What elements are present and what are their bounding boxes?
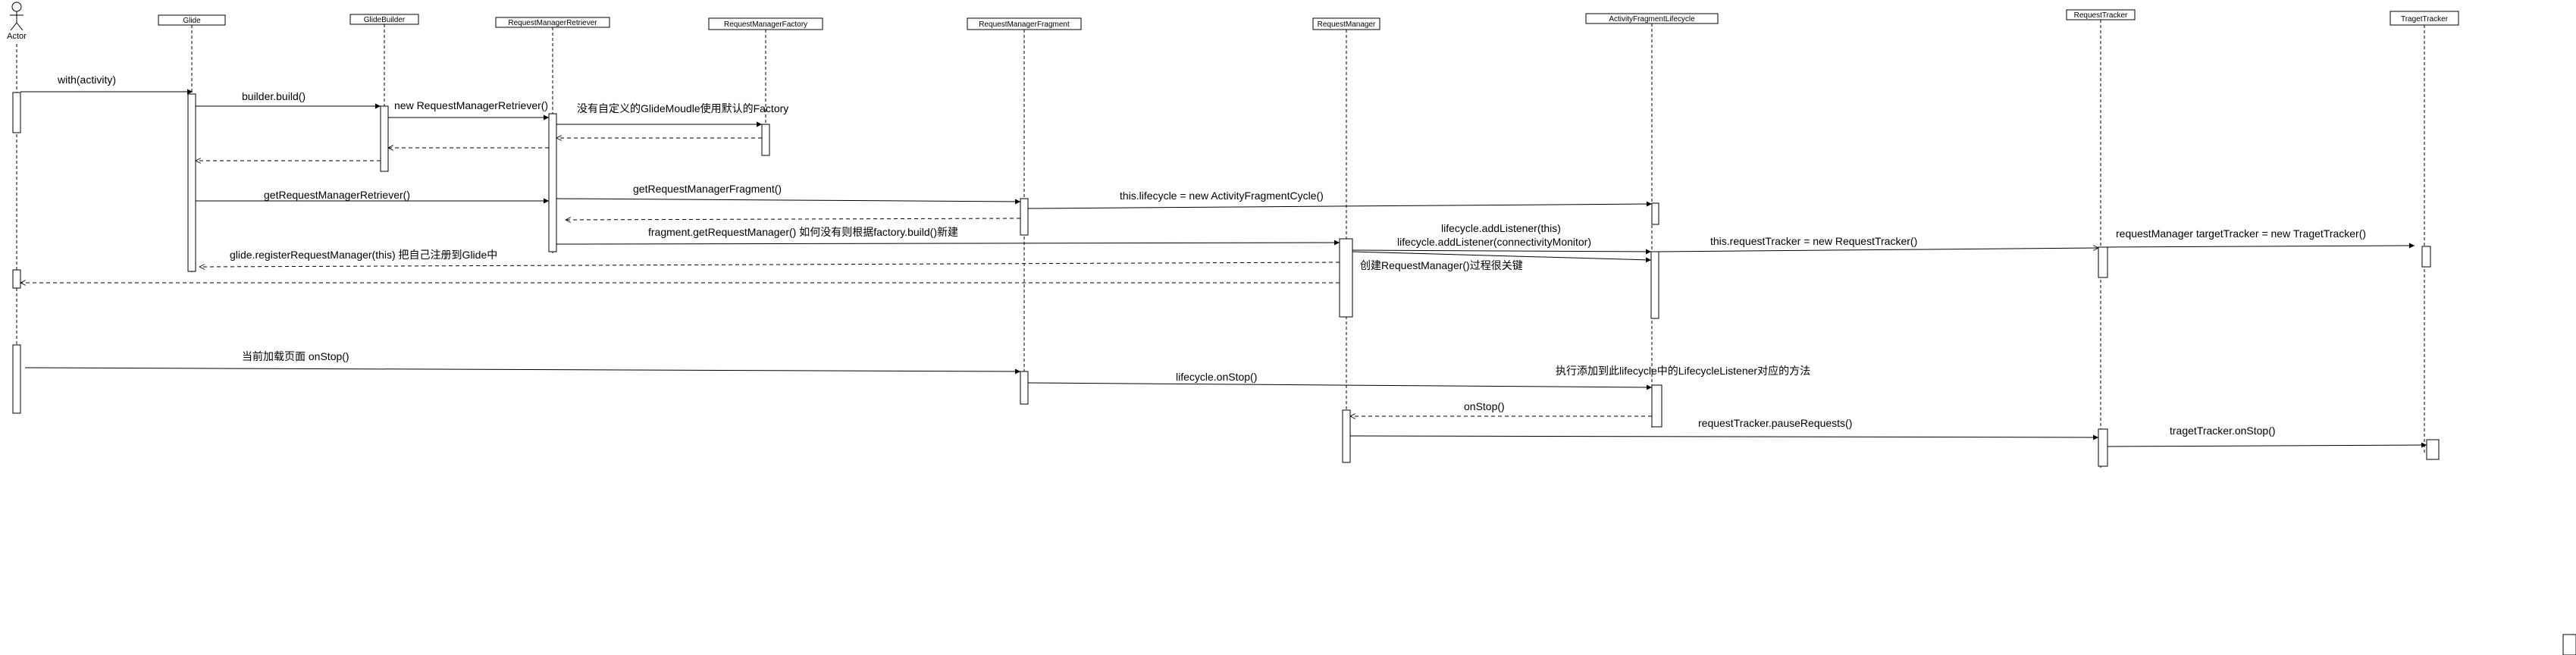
participant-afl: ActivityFragmentLifecycle	[1585, 13, 1719, 24]
label-new-lifecycle: this.lifecycle = new ActivityFragmentCyc…	[1120, 190, 1324, 202]
actor-leg-left	[10, 22, 17, 31]
participant-label: RequestManager	[1318, 20, 1376, 29]
participant-glidebuilder: GlideBuilder	[349, 14, 419, 25]
actor-label: Actor	[7, 32, 27, 41]
participant-label: RequestManagerFactory	[724, 20, 807, 29]
label-execute-listeners: 执行添加到此lifecycle中的LifecycleListener对应的方法	[1556, 365, 1810, 377]
activation-actor-3	[12, 344, 21, 414]
participant-rmfrag: RequestManagerFragment	[967, 17, 1082, 30]
label-get-rm-fragment: getRequestManagerFragment()	[633, 183, 782, 195]
arrow-new-lifecycle	[1027, 201, 1653, 209]
activation-rm-1	[1339, 238, 1353, 318]
participant-label: RequestTracker	[2074, 11, 2128, 20]
label-get-rmr: getRequestManagerRetriever()	[264, 189, 410, 201]
actor-head	[11, 2, 22, 12]
participant-label: GlideBuilder	[364, 16, 406, 24]
label-add-listener: lifecycle.addListener(this)	[1441, 222, 1561, 234]
label-pause-requests: requestTracker.pauseRequests()	[1698, 417, 1852, 429]
arrow-lifecycle-on-stop	[1027, 382, 1653, 390]
return-fragment	[566, 218, 1021, 220]
activation-rmfrag-1	[1020, 198, 1029, 236]
label-with-activity: with(activity)	[57, 74, 116, 86]
activation-tt-2	[2426, 439, 2440, 460]
arrow-get-request-manager	[556, 240, 1340, 246]
participant-label: RequestManagerRetriever	[508, 19, 597, 27]
actor-leg-right	[16, 22, 24, 31]
message-labels: with(activity) builder.build() new Reque…	[57, 74, 2366, 437]
activation-rmf	[761, 124, 770, 156]
activation-afl-3	[1651, 384, 1662, 428]
activation-glide	[187, 93, 196, 272]
activation-tt-1	[2421, 246, 2431, 268]
arrow-pause-requests	[1349, 434, 2099, 440]
arrow-new-traget-tracker	[2107, 243, 2415, 249]
participant-glide: Glide	[158, 14, 226, 26]
return-register-glide	[199, 262, 1340, 267]
participant-rmf: RequestManagerFactory	[708, 17, 823, 30]
label-new-traget-tracker: requestManager targetTracker = new Trage…	[2116, 227, 2366, 240]
label-on-stop: onStop()	[1464, 400, 1505, 412]
label-traget-tracker-on-stop: tragetTracker.onStop()	[2170, 425, 2276, 437]
activation-actor-1	[12, 92, 21, 133]
label-new-request-tracker: this.requestTracker = new RequestTracker…	[1710, 235, 1917, 247]
lifelines	[16, 20, 2425, 468]
activation-rmr	[548, 113, 557, 252]
label-new-rmr: new RequestManagerRetriever()	[394, 99, 548, 111]
participant-rmr: RequestManagerRetriever	[495, 17, 610, 28]
label-get-request-manager: fragment.getRequestManager() 如何没有则根据fact…	[648, 226, 958, 238]
label-add-listener-monitor: lifecycle.addListener(connectivityMonito…	[1397, 236, 1591, 248]
participant-label: TragetTracker	[2401, 15, 2449, 24]
arrow-page-on-stop	[24, 367, 1021, 375]
activation-afl-2	[1650, 251, 1659, 319]
activation-glidebuilder	[380, 105, 389, 172]
activation-rt-2	[2098, 428, 2108, 467]
arrow-new-request-tracker	[1658, 248, 2098, 252]
participant-tt: TragetTracker	[2390, 11, 2459, 26]
participant-label: RequestManagerFragment	[979, 20, 1070, 29]
arrow-add-listener	[1352, 249, 1652, 255]
arrow-add-listener-monitor	[1352, 251, 1652, 263]
label-create-request-manager: 创建RequestManager()过程很关键	[1360, 259, 1523, 271]
messages	[20, 89, 2427, 448]
activation-rt-1	[2098, 246, 2108, 278]
activation-actor-2	[12, 269, 21, 289]
label-register-glide: glide.registerRequestManager(this) 把自己注册…	[230, 249, 497, 261]
activations	[12, 92, 2576, 655]
participant-rt: RequestTracker	[2066, 9, 2136, 20]
arrow-traget-tracker-on-stop	[2107, 442, 2427, 448]
arrow-get-rm-fragment	[556, 198, 1021, 205]
activation-afl-1	[1651, 202, 1659, 225]
stray-box	[2562, 634, 2576, 655]
activation-rmfrag-2	[1020, 371, 1029, 405]
actor: Actor	[7, 2, 27, 41]
label-lifecycle-on-stop: lifecycle.onStop()	[1176, 371, 1257, 383]
label-default-factory: 没有自定义的GlideMoudle使用默认的Factory	[577, 102, 788, 114]
activation-rm-2	[1342, 409, 1351, 463]
label-builder-build: builder.build()	[242, 90, 306, 102]
label-page-on-stop: 当前加载页面 onStop()	[242, 350, 349, 362]
participant-label: ActivityFragmentLifecycle	[1609, 15, 1695, 24]
participant-rm: RequestManager	[1312, 17, 1380, 30]
participant-label: Glide	[183, 17, 201, 25]
